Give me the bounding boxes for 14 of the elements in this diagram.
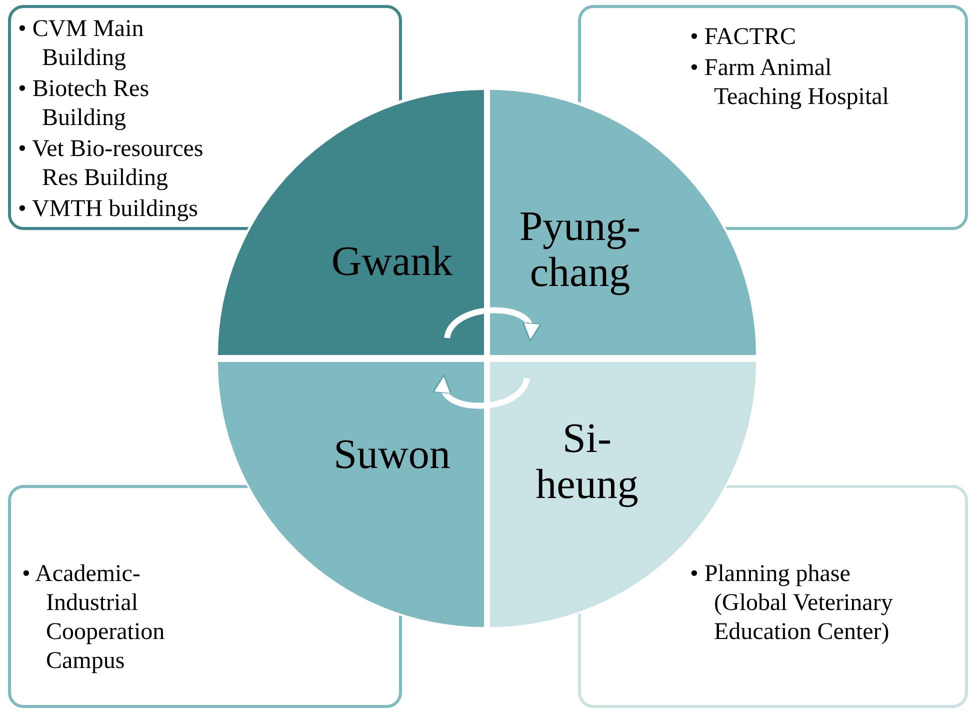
list-item: • VMTH buildings	[18, 195, 199, 224]
list-item: • Biotech Res Building	[18, 75, 150, 133]
segment-label: Suwon	[332, 432, 452, 478]
segment-label: Gwank	[330, 239, 454, 285]
list-item: • Farm Animal Teaching Hospital	[690, 54, 890, 112]
list-item: • Planning phase (Global Veterinary Education Center)	[690, 560, 894, 647]
segment-label: Pyung-chang	[518, 204, 642, 296]
segment-label: Si-heung	[534, 416, 640, 508]
list-item: • Vet Bio-resources Res Building	[18, 135, 204, 193]
list-item: • FACTRC	[690, 23, 797, 52]
list-item: • Academic-Industrial Cooperation Campus	[22, 560, 166, 676]
cycle-arrow	[434, 374, 530, 409]
list-item: • CVM Main Building	[18, 15, 145, 73]
cycle-arrow	[444, 307, 540, 342]
